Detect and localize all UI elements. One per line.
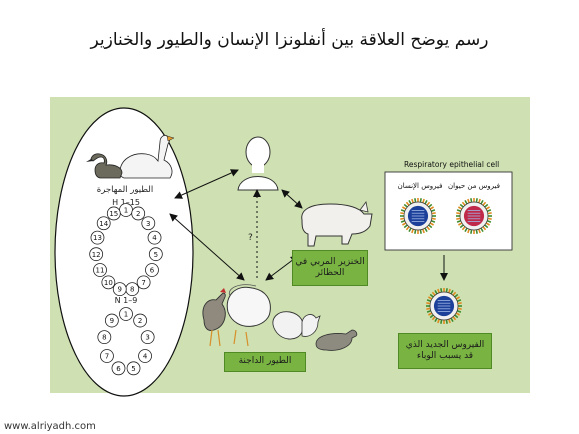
h-subtype-7: 7: [136, 275, 151, 290]
animal-virus-icon: [456, 198, 492, 234]
respiratory-cell-title: Respiratory epithelial cell: [404, 160, 499, 169]
h-subtype-1: 1: [119, 203, 133, 217]
goose-icon: [119, 134, 175, 179]
h-subtype-8: 8: [125, 282, 140, 297]
svg-text:8: 8: [102, 334, 106, 342]
migratory-birds-ellipse: [54, 107, 194, 397]
h-subtype-9: 9: [112, 282, 127, 297]
pig-icon: [301, 201, 373, 247]
h-subtype-11: 11: [93, 263, 107, 277]
question-mark: ?: [248, 233, 253, 243]
h-subtype-5: 5: [148, 247, 163, 262]
new-virus-icon: [426, 288, 462, 324]
human-pig-arrow: [281, 189, 303, 209]
svg-text:6: 6: [150, 267, 155, 275]
svg-text:1: 1: [124, 311, 128, 319]
h-subtype-label: H 1–15: [112, 198, 140, 207]
svg-text:4: 4: [152, 234, 157, 242]
n-subtype-4: 4: [138, 349, 152, 363]
h-subtype-2: 2: [131, 206, 146, 221]
human-virus-label: فيروس الإنسان: [398, 182, 443, 190]
svg-text:3: 3: [146, 220, 150, 228]
n-subtype-6: 6: [111, 361, 126, 376]
animal-virus-label: فيروس من حيوان: [448, 182, 500, 190]
svg-text:7: 7: [141, 279, 145, 287]
migratory-birds-label: الطيور المهاجرة: [97, 185, 153, 195]
svg-text:4: 4: [143, 353, 148, 361]
svg-text:12: 12: [92, 251, 101, 259]
svg-text:9: 9: [118, 286, 122, 294]
n-subtype-1: 1: [119, 307, 133, 321]
svg-text:6: 6: [116, 365, 121, 373]
svg-text:1: 1: [124, 207, 128, 215]
duck-icon: [86, 153, 123, 179]
n-subtype-3: 3: [140, 330, 155, 345]
n-subtype-label: N 1–9: [115, 296, 138, 305]
h-subtype-15: 15: [106, 206, 121, 221]
pig-label-line1: الخنزير المربي في: [295, 256, 365, 267]
new-virus-line2: قد يسبب الوباء: [416, 351, 474, 361]
n-subtype-8: 8: [97, 330, 112, 345]
h-subtype-4: 4: [147, 230, 162, 245]
h-subtype-14: 14: [96, 216, 111, 231]
human-icon: [237, 136, 279, 191]
svg-text:7: 7: [105, 353, 109, 361]
n-subtype-5: 5: [126, 361, 141, 376]
svg-text:11: 11: [96, 267, 105, 275]
h-subtype-3: 3: [141, 216, 156, 231]
svg-text:15: 15: [109, 210, 118, 218]
svg-text:10: 10: [104, 279, 113, 287]
n-subtype-9: 9: [104, 313, 119, 328]
new-virus-label: الفيروس الجديد الذي قد يسبب الوباء: [398, 333, 492, 369]
n-subtype-2: 2: [133, 313, 148, 328]
n-subtype-7: 7: [100, 349, 114, 363]
svg-text:3: 3: [145, 334, 149, 342]
watermark: www.alriyadh.com: [4, 421, 96, 432]
svg-text:8: 8: [130, 286, 134, 294]
h-subtype-10: 10: [101, 275, 116, 290]
svg-text:5: 5: [131, 365, 135, 373]
diagram-title: رسم يوضح العلاقة بين أنفلونزا الإنسان وا…: [90, 30, 489, 50]
svg-text:5: 5: [154, 251, 158, 259]
svg-text:2: 2: [136, 210, 140, 218]
poultry-icon: [202, 284, 358, 351]
ellipse-poultry-arrow: [169, 213, 245, 281]
h-subtype-12: 12: [89, 247, 104, 262]
h-subtype-13: 13: [90, 230, 105, 245]
svg-text:2: 2: [138, 317, 142, 325]
svg-text:9: 9: [110, 317, 114, 325]
ellipse-human-arrow: [174, 169, 239, 199]
human-virus-icon: [400, 198, 436, 234]
new-virus-line1: الفيروس الجديد الذي: [405, 339, 485, 350]
poultry-label: الطيور الداجنة: [224, 352, 306, 372]
svg-text:14: 14: [99, 220, 108, 228]
svg-text:13: 13: [93, 234, 102, 242]
pig-label: الخنزير المربي في الحظائر: [292, 250, 368, 286]
pig-label-line2: الحظائر: [315, 268, 345, 278]
h-subtype-6: 6: [145, 263, 159, 277]
poultry-label-text: الطيور الداجنة: [238, 356, 292, 367]
